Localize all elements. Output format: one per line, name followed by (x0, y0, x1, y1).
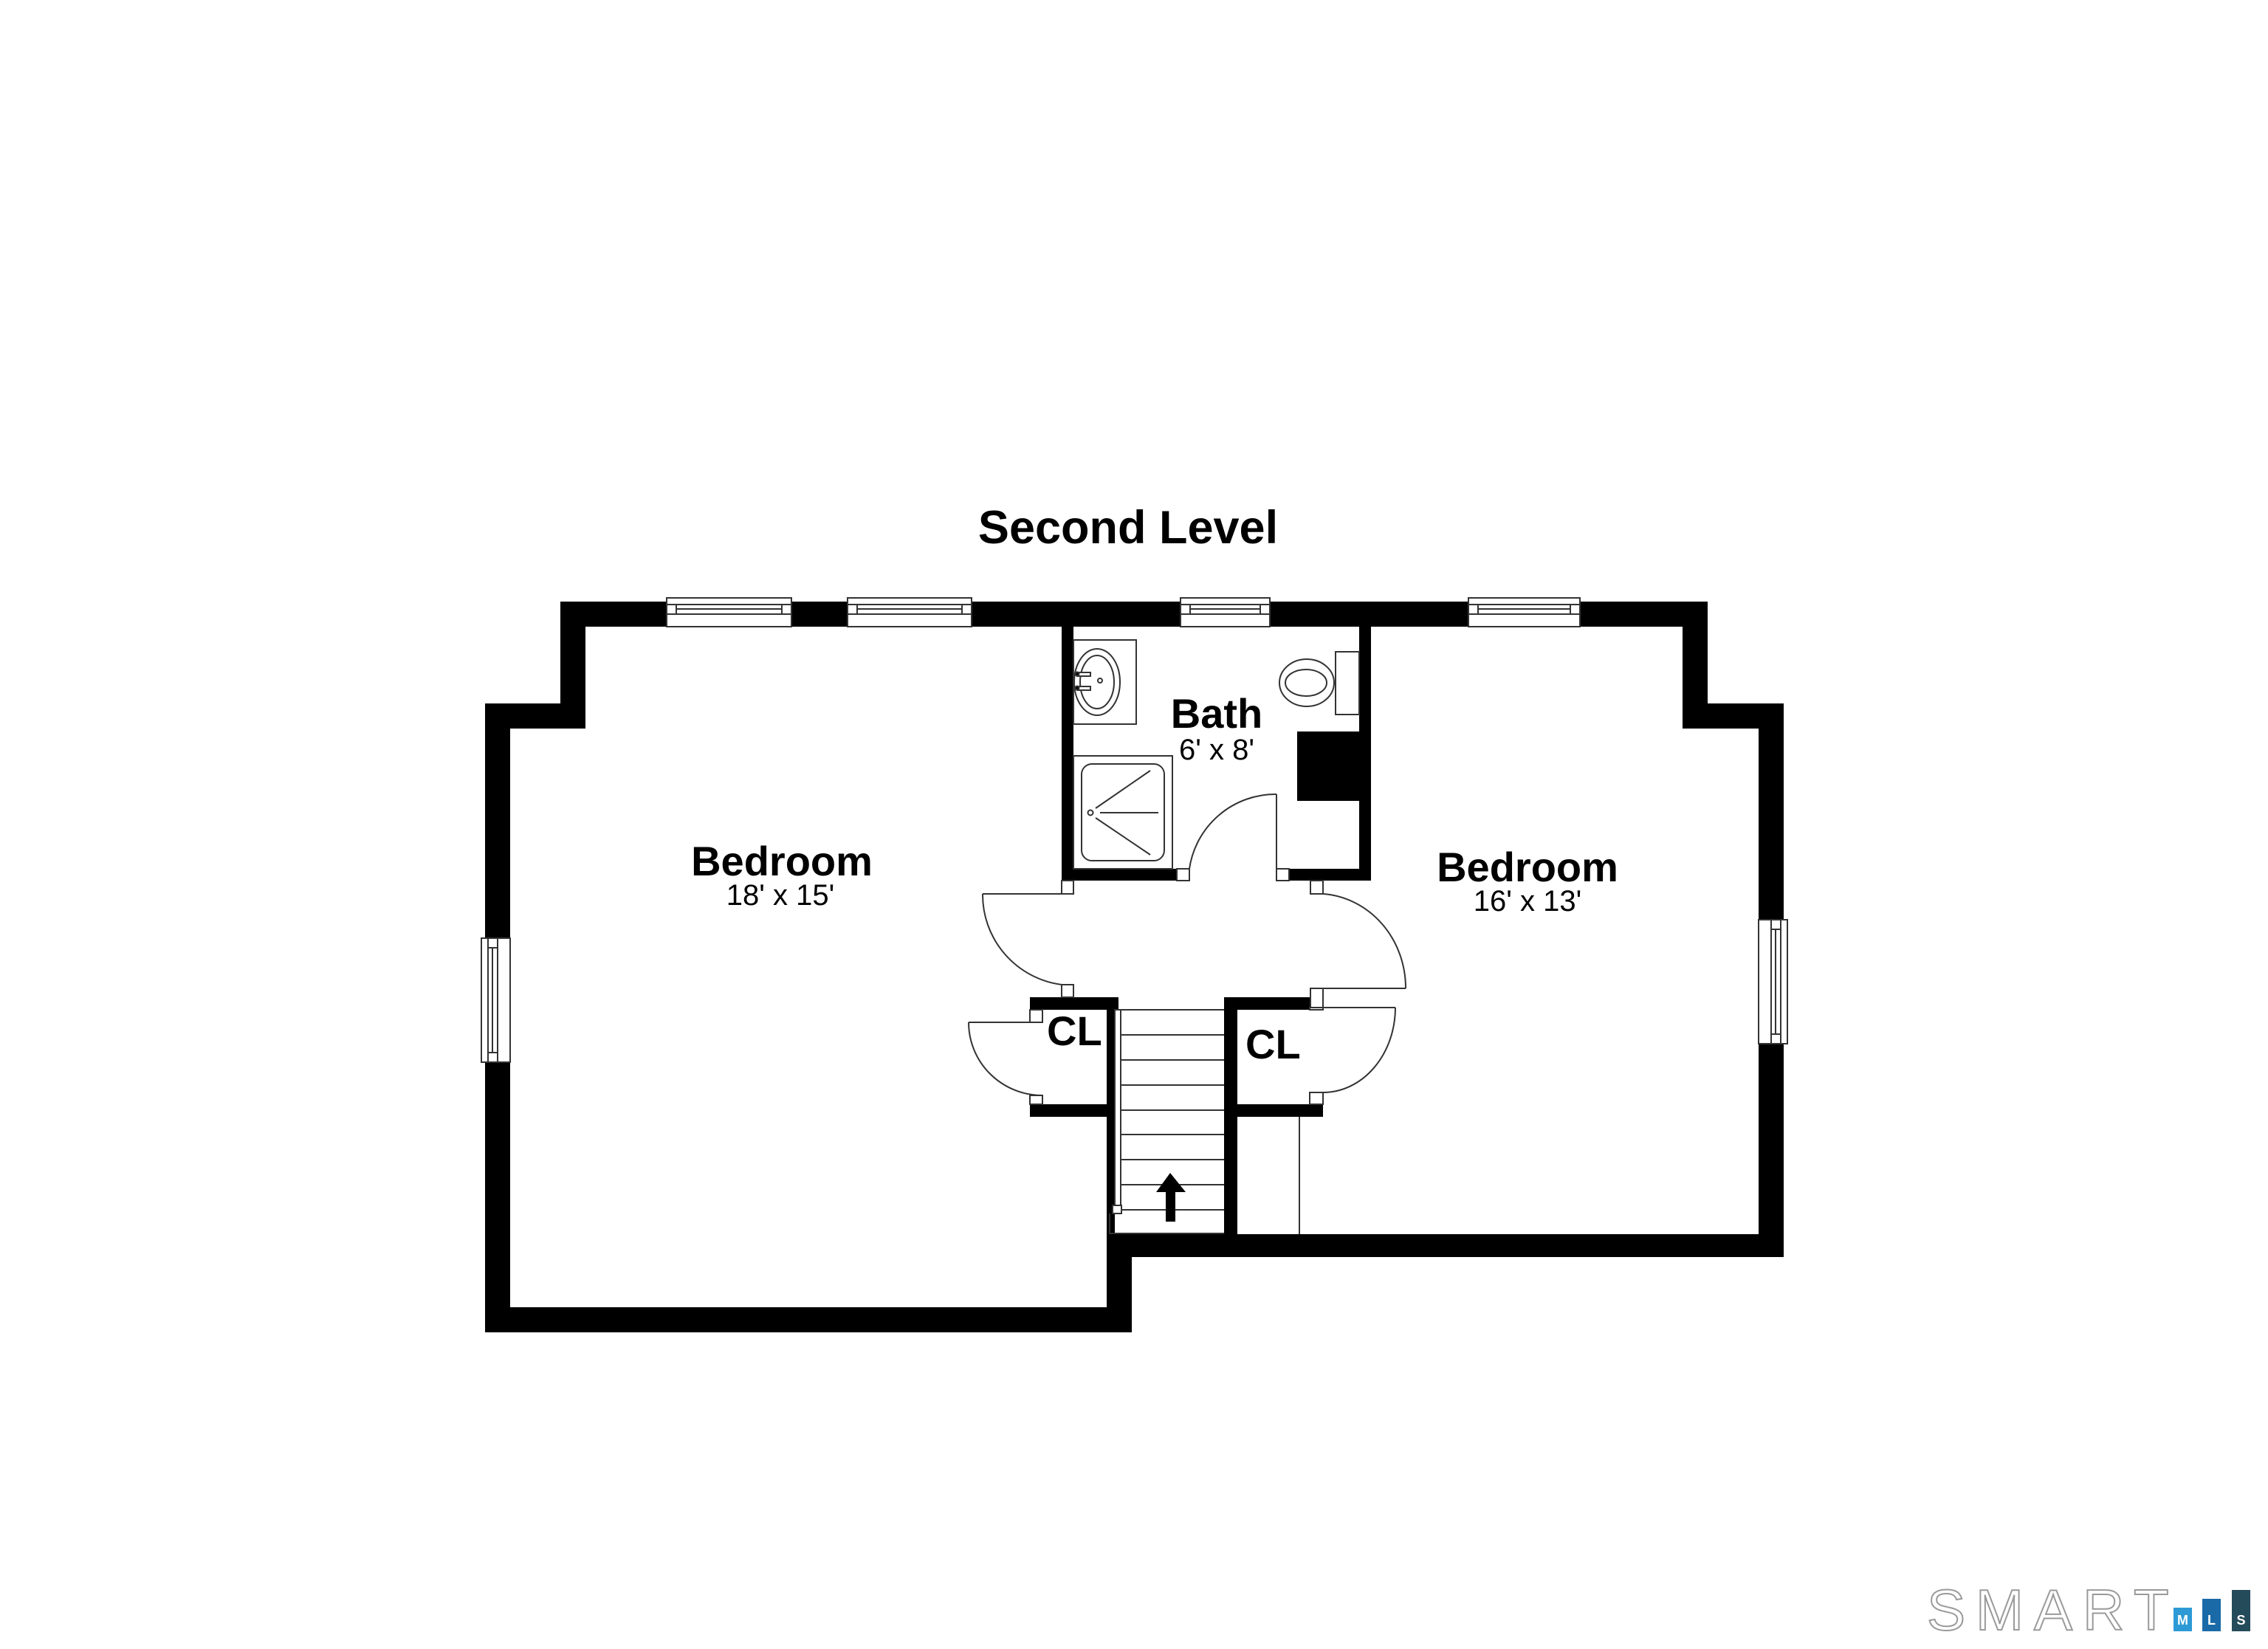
window-left-bedroom-1 (666, 597, 792, 627)
smart-mls-logo: SMART M L S (1926, 1577, 2255, 1642)
room-label-closet-left: CL (1047, 1008, 1102, 1054)
bath-fixtures (1073, 639, 1360, 870)
window-left-bedroom-side (481, 937, 511, 1063)
room-dimensions-bedroom-right: 16' x 13' (1473, 885, 1582, 918)
logo-bar-s: S (2232, 1590, 2250, 1631)
staircase (1109, 1009, 1300, 1234)
room-label-bedroom-left: Bedroom (691, 838, 873, 884)
window-left-bedroom-2 (847, 597, 972, 627)
room-label-bath: Bath (1170, 690, 1263, 737)
left-bedroom-door (981, 880, 1074, 998)
bath-door (1176, 793, 1290, 881)
left-closet-door (968, 1009, 1043, 1105)
toilet (1279, 651, 1360, 715)
right-bedroom-door (1310, 880, 1407, 1008)
window-right-bedroom-side (1758, 919, 1788, 1044)
arrow-up-icon (1156, 1173, 1186, 1222)
window-bath (1180, 597, 1271, 627)
logo-wordmark: SMART (1926, 1577, 2179, 1642)
exterior-walls (485, 602, 1784, 1332)
sink-vanity (1073, 639, 1137, 725)
logo-bar-m: M (2174, 1608, 2192, 1631)
windows (481, 597, 1788, 1063)
shower (1073, 755, 1173, 870)
interior-walls (1030, 602, 1371, 1234)
room-dimensions-bedroom-left: 18' x 15' (726, 879, 835, 912)
page-title: Second Level (977, 502, 1279, 554)
doors (968, 793, 1407, 1105)
window-right-bedroom-top (1468, 597, 1581, 627)
room-label-bedroom-right: Bedroom (1437, 844, 1618, 890)
logo-bar-l: L (2202, 1599, 2221, 1631)
room-dimensions-bath: 6' x 8' (1179, 734, 1254, 766)
right-closet-door (1309, 1007, 1396, 1105)
room-label-closet-right: CL (1245, 1021, 1301, 1067)
